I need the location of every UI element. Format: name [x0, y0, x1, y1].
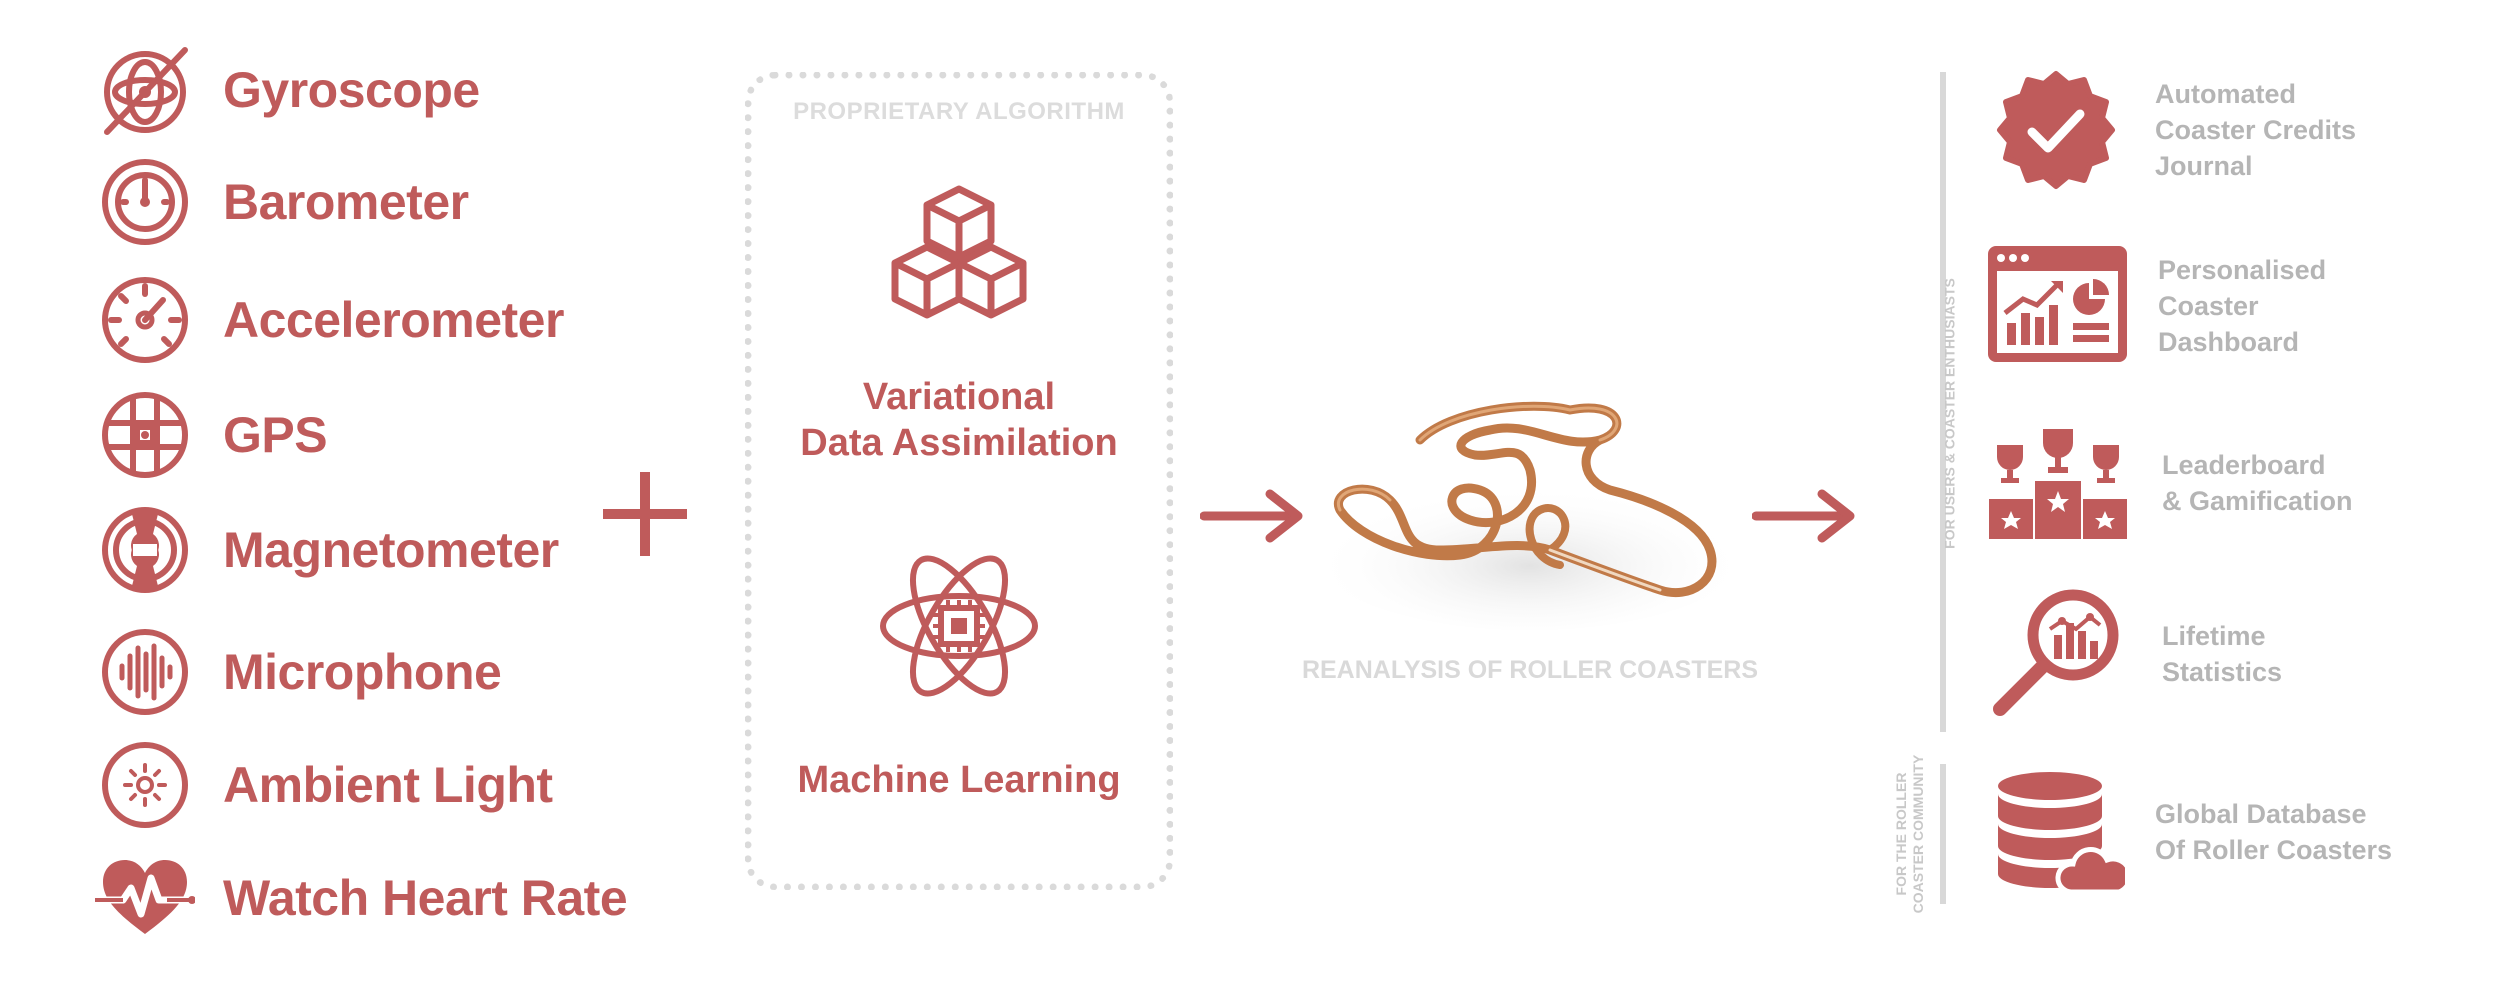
ambient-light-icon [102, 742, 188, 828]
community-line2: COASTER COMMUNITY [1910, 754, 1926, 914]
community-line1: FOR THE ROLLER [1893, 772, 1909, 896]
arrow-right-icon [1200, 489, 1303, 543]
sensor-gps: GPS [95, 385, 328, 485]
arrow-right-icon [1752, 489, 1855, 543]
method-machine-learning: Machine Learning [797, 759, 1121, 801]
method1-line1: Variational [862, 376, 1056, 418]
accelerometer-icon [102, 277, 188, 363]
feature-dashboard: Personalised Coaster Dashboard [2158, 255, 2327, 357]
sensor-label: GPS [223, 407, 328, 463]
feature-lifetime-statistics: Lifetime Statistics [2162, 621, 2283, 687]
reanalysis-label: REANALYSIS OF ROLLER COASTERS [1301, 656, 1759, 684]
plus-icon [603, 472, 687, 556]
sensor-microphone: Microphone [95, 622, 502, 722]
sensor-label: Ambient Light [223, 757, 553, 813]
cubes-icon [891, 185, 1027, 319]
magnifier-chart-icon [1993, 589, 2119, 716]
algorithm-title: PROPRIETARY ALGORITHM [793, 98, 1125, 125]
trophy-podium-icon [1989, 429, 2127, 539]
roller-coaster-track-image [1310, 401, 1750, 630]
atom-chip-icon [880, 555, 1038, 697]
sensor-label: Magnetometer [223, 522, 559, 578]
heart-rate-icon [95, 860, 195, 934]
microphone-icon [102, 629, 188, 715]
sensor-label: Barometer [223, 174, 469, 230]
audience-users-label: FOR USERS & COASTER ENTHUSIASTS [1941, 278, 1958, 549]
audience-community-label: FOR THE ROLLER COASTER COMMUNITY [1893, 754, 1927, 914]
feature-global-database: Global Database Of Roller Coasters [2155, 799, 2393, 865]
sensor-label: Gyroscope [223, 62, 480, 118]
gyroscope-icon [104, 47, 188, 135]
sensor-heart-rate: Watch Heart Rate [95, 848, 628, 948]
dashboard-icon [1988, 246, 2127, 362]
users-divider [1940, 72, 1946, 732]
gps-icon [102, 392, 188, 478]
sensor-accelerometer: Accelerometer [95, 270, 564, 370]
sensor-label: Watch Heart Rate [223, 870, 628, 926]
magnetometer-icon [102, 507, 188, 593]
algorithm-box [745, 72, 1173, 890]
sensor-label: Accelerometer [223, 292, 564, 348]
feature-leaderboard: Leaderboard & Gamification [2162, 450, 2353, 516]
sensor-magnetometer: Magnetometer [95, 500, 559, 600]
method1-line2: Data Assimilation [800, 422, 1118, 464]
feature-coaster-credits: Automated Coaster Credits Journal [2155, 79, 2357, 181]
barometer-icon [102, 159, 188, 245]
sensor-label: Microphone [223, 644, 502, 700]
sensor-gyroscope: Gyroscope [95, 40, 480, 140]
database-cloud-icon [1998, 772, 2125, 895]
checkmark-badge-icon [1997, 71, 2115, 189]
sensor-ambient-light: Ambient Light [95, 735, 553, 835]
method-variational-data-assimilation: Variational Data Assimilation [745, 374, 1173, 466]
sensor-barometer: Barometer [95, 152, 469, 252]
community-divider [1940, 764, 1946, 904]
